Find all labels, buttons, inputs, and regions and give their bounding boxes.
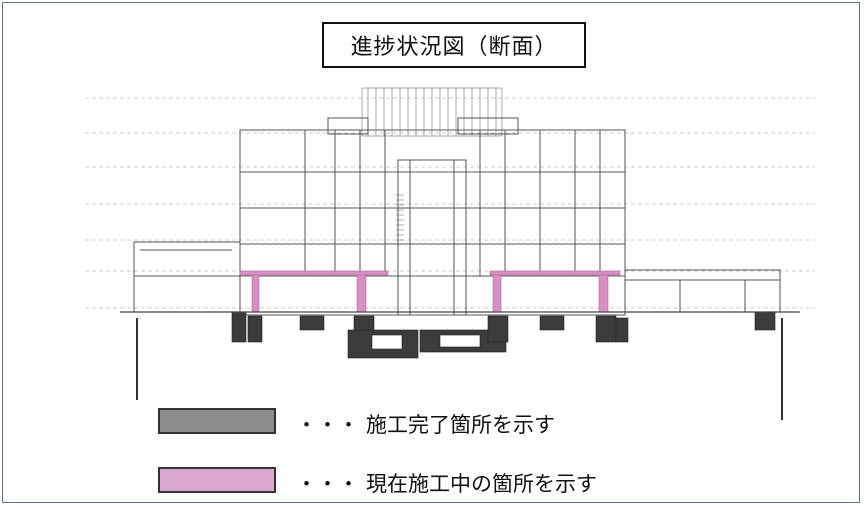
in-progress-legend-swatch	[158, 467, 276, 493]
page-title: 進捗状況図（断面）	[322, 22, 586, 68]
completed-legend-swatch	[158, 408, 276, 434]
left-wing	[133, 241, 241, 313]
completed-legend-prefix: ・・・	[296, 413, 359, 437]
stair	[396, 194, 404, 241]
main-building	[239, 117, 626, 316]
in-progress-legend-prefix: ・・・	[296, 472, 359, 496]
tower-roof	[361, 87, 503, 137]
in-progress-areas	[239, 270, 621, 313]
level-lines	[85, 97, 815, 309]
right-wing	[624, 269, 781, 313]
basement-rooms	[371, 334, 481, 350]
slide-frame	[2, 2, 860, 503]
in-progress-legend-label: 現在施工中の箇所を示す	[366, 472, 597, 496]
completed-legend-label: 施工完了箇所を示す	[366, 413, 555, 437]
completed-areas	[231, 311, 776, 359]
